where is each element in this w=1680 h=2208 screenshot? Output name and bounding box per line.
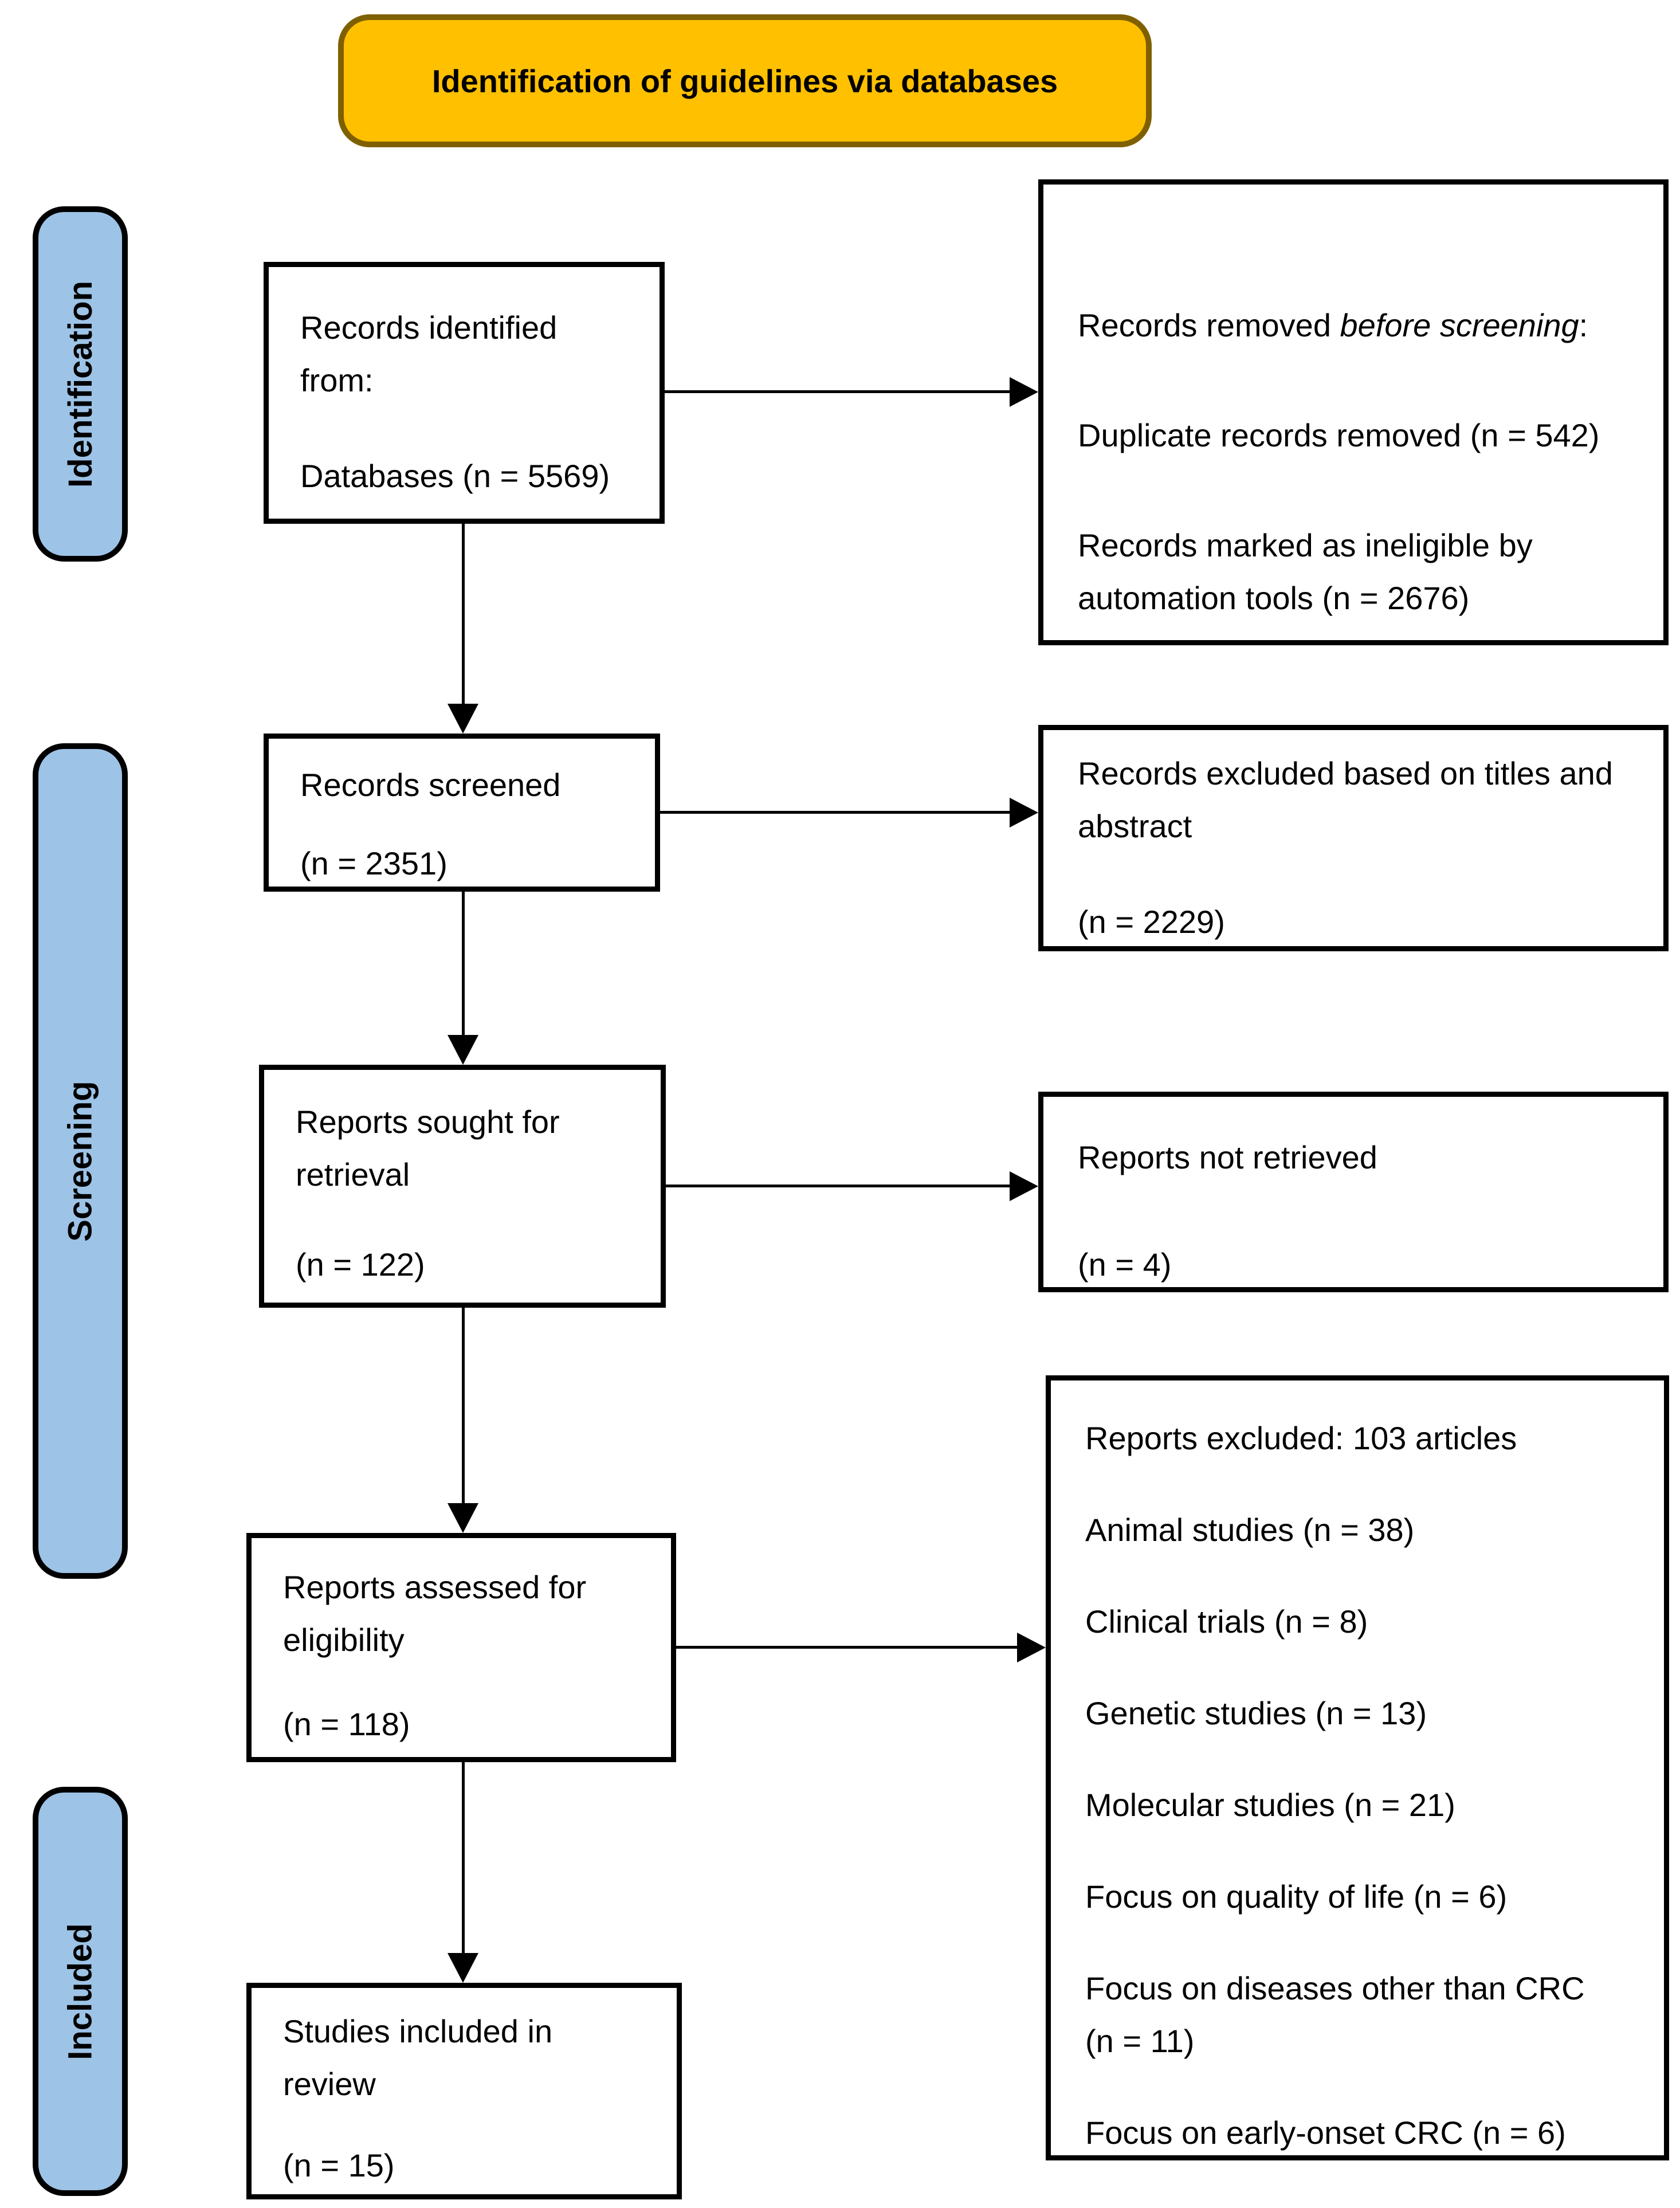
- stage-bar-identification-label: Identification: [61, 280, 99, 488]
- records-excluded-text: Records excluded based on titles and abs…: [1078, 755, 1613, 844]
- arrow-line: [462, 1308, 465, 1504]
- arrow-down-icon: [448, 704, 478, 734]
- arrow-line: [462, 1762, 465, 1954]
- arrow-line: [660, 811, 1010, 814]
- stage-bar-included-label: Included: [61, 1923, 99, 2060]
- excluded-other-diseases: Focus on diseases other than CRC (n = 11…: [1085, 1970, 1585, 2059]
- excluded-animal-studies: Animal studies (n = 38): [1085, 1512, 1415, 1548]
- stage-bar-screening-label: Screening: [61, 1080, 99, 1242]
- records-screened-text: Records screened: [300, 767, 561, 803]
- records-excluded-count: (n = 2229): [1078, 904, 1225, 940]
- box-reports-not-retrieved: Reports not retrieved (n = 4): [1038, 1092, 1669, 1292]
- stage-bar-identification: Identification: [33, 206, 128, 562]
- reports-not-retrieved-count: (n = 4): [1078, 1246, 1172, 1283]
- box-reports-excluded: Reports excluded: 103 articles Animal st…: [1046, 1375, 1669, 2160]
- records-removed-intro-suffix: :: [1579, 307, 1588, 343]
- arrow-down-icon: [448, 1953, 478, 1983]
- excluded-molecular-studies: Molecular studies (n = 21): [1085, 1787, 1455, 1823]
- excluded-clinical-trials: Clinical trials (n = 8): [1085, 1603, 1368, 1640]
- reports-excluded-header: Reports excluded: 103 articles: [1085, 1420, 1517, 1456]
- excluded-early-onset: Focus on early-onset CRC (n = 6): [1085, 2115, 1566, 2151]
- reports-not-retrieved-text: Reports not retrieved: [1078, 1139, 1377, 1175]
- records-removed-intro: Records removed before screening:: [1078, 299, 1640, 352]
- records-identified-text: Records identified from:: [300, 309, 558, 398]
- box-records-excluded-titles-abstract: Records excluded based on titles and abs…: [1038, 725, 1669, 951]
- studies-included-count: (n = 15): [283, 2147, 395, 2183]
- records-screened-count: (n = 2351): [300, 845, 448, 881]
- arrow-line: [676, 1646, 1017, 1649]
- records-removed-intro-prefix: Records removed: [1078, 307, 1340, 343]
- excluded-quality-of-life: Focus on quality of life (n = 6): [1085, 1878, 1508, 1915]
- box-records-screened: Records screened (n = 2351): [264, 734, 660, 892]
- arrow-line: [665, 390, 1010, 393]
- studies-included-text: Studies included in review: [283, 2013, 553, 2102]
- arrow-line: [666, 1185, 1010, 1187]
- duplicate-records-item: Duplicate records removed (n = 542): [1078, 417, 1600, 453]
- box-records-identified: Records identified from: Databases (n = …: [264, 262, 665, 524]
- stage-bar-included: Included: [33, 1787, 128, 2196]
- arrow-right-icon: [1017, 1633, 1046, 1662]
- arrow-right-icon: [1010, 377, 1038, 407]
- diagram-title: Identification of guidelines via databas…: [338, 14, 1152, 147]
- reports-assessed-text: Reports assessed for eligibility: [283, 1569, 587, 1658]
- box-records-removed-before-screening: Records removed before screening: Duplic…: [1038, 179, 1669, 645]
- excluded-genetic-studies: Genetic studies (n = 13): [1085, 1695, 1427, 1731]
- arrow-down-icon: [448, 1503, 478, 1533]
- arrow-line: [462, 892, 465, 1036]
- records-identified-count: Databases (n = 5569): [300, 458, 610, 494]
- box-studies-included: Studies included in review (n = 15): [246, 1983, 682, 2199]
- box-reports-assessed: Reports assessed for eligibility (n = 11…: [246, 1533, 676, 1762]
- reports-sought-count: (n = 122): [296, 1246, 425, 1283]
- diagram-title-label: Identification of guidelines via databas…: [431, 62, 1058, 99]
- reports-assessed-count: (n = 118): [283, 1706, 410, 1742]
- stage-bar-screening: Screening: [33, 743, 128, 1579]
- arrow-right-icon: [1010, 798, 1038, 827]
- ineligible-automation-item: Records marked as ineligible by automati…: [1078, 527, 1533, 616]
- arrow-right-icon: [1010, 1171, 1038, 1201]
- arrow-line: [462, 524, 465, 706]
- arrow-down-icon: [448, 1035, 478, 1065]
- box-reports-sought: Reports sought for retrieval (n = 122): [259, 1065, 666, 1308]
- records-removed-intro-italic: before screening: [1340, 307, 1579, 343]
- reports-sought-text: Reports sought for retrieval: [296, 1104, 560, 1193]
